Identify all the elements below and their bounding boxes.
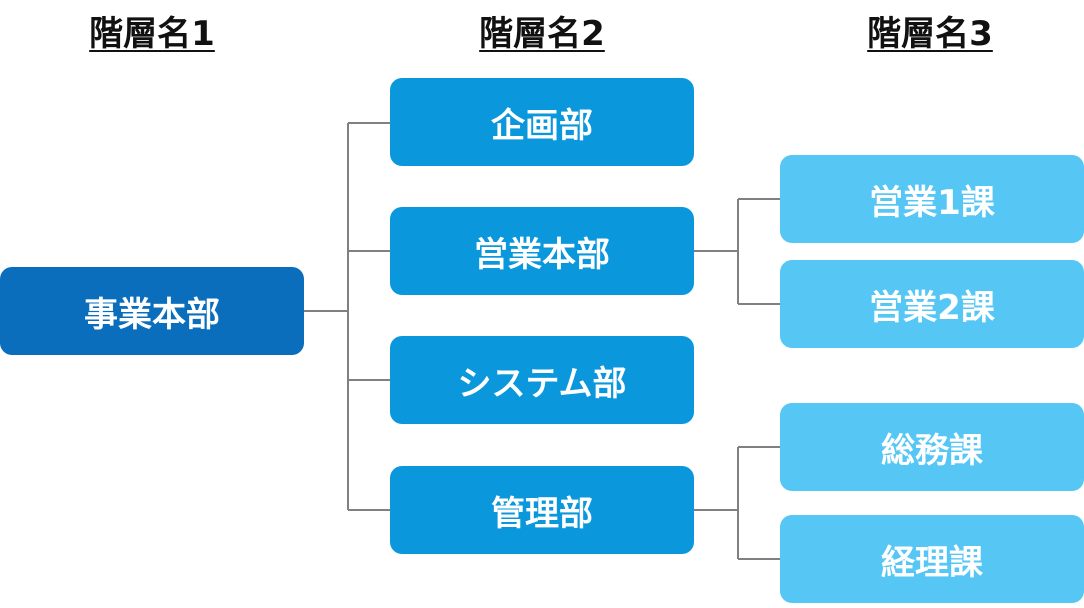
node-system-label: システム部	[457, 363, 627, 404]
node-somu-label: 総務課	[881, 430, 983, 471]
node-keiri: 経理課	[780, 515, 1084, 603]
node-eigyo-honbu: 営業本部	[390, 207, 694, 295]
node-kanri: 管理部	[390, 466, 694, 554]
node-eigyo-2ka-label: 営業2課	[869, 287, 995, 328]
node-eigyo-honbu-label: 営業本部	[474, 234, 610, 275]
node-eigyo-1ka: 営業1課	[780, 155, 1084, 243]
header-level-3: 階層名3	[867, 14, 993, 54]
node-eigyo-2ka: 営業2課	[780, 260, 1084, 348]
node-keiri-label: 経理課	[881, 542, 983, 583]
header-level-1: 階層名1	[89, 14, 215, 54]
header-level-2: 階層名2	[479, 14, 605, 54]
node-eigyo-1ka-label: 営業1課	[869, 182, 995, 223]
node-jigyo-honbu: 事業本部	[0, 267, 304, 355]
node-somu: 総務課	[780, 403, 1084, 491]
node-kikaku: 企画部	[390, 78, 694, 166]
node-kanri-label: 管理部	[491, 493, 593, 534]
node-system: システム部	[390, 336, 694, 424]
node-kikaku-label: 企画部	[491, 105, 593, 146]
node-jigyo-honbu-label: 事業本部	[84, 294, 220, 335]
